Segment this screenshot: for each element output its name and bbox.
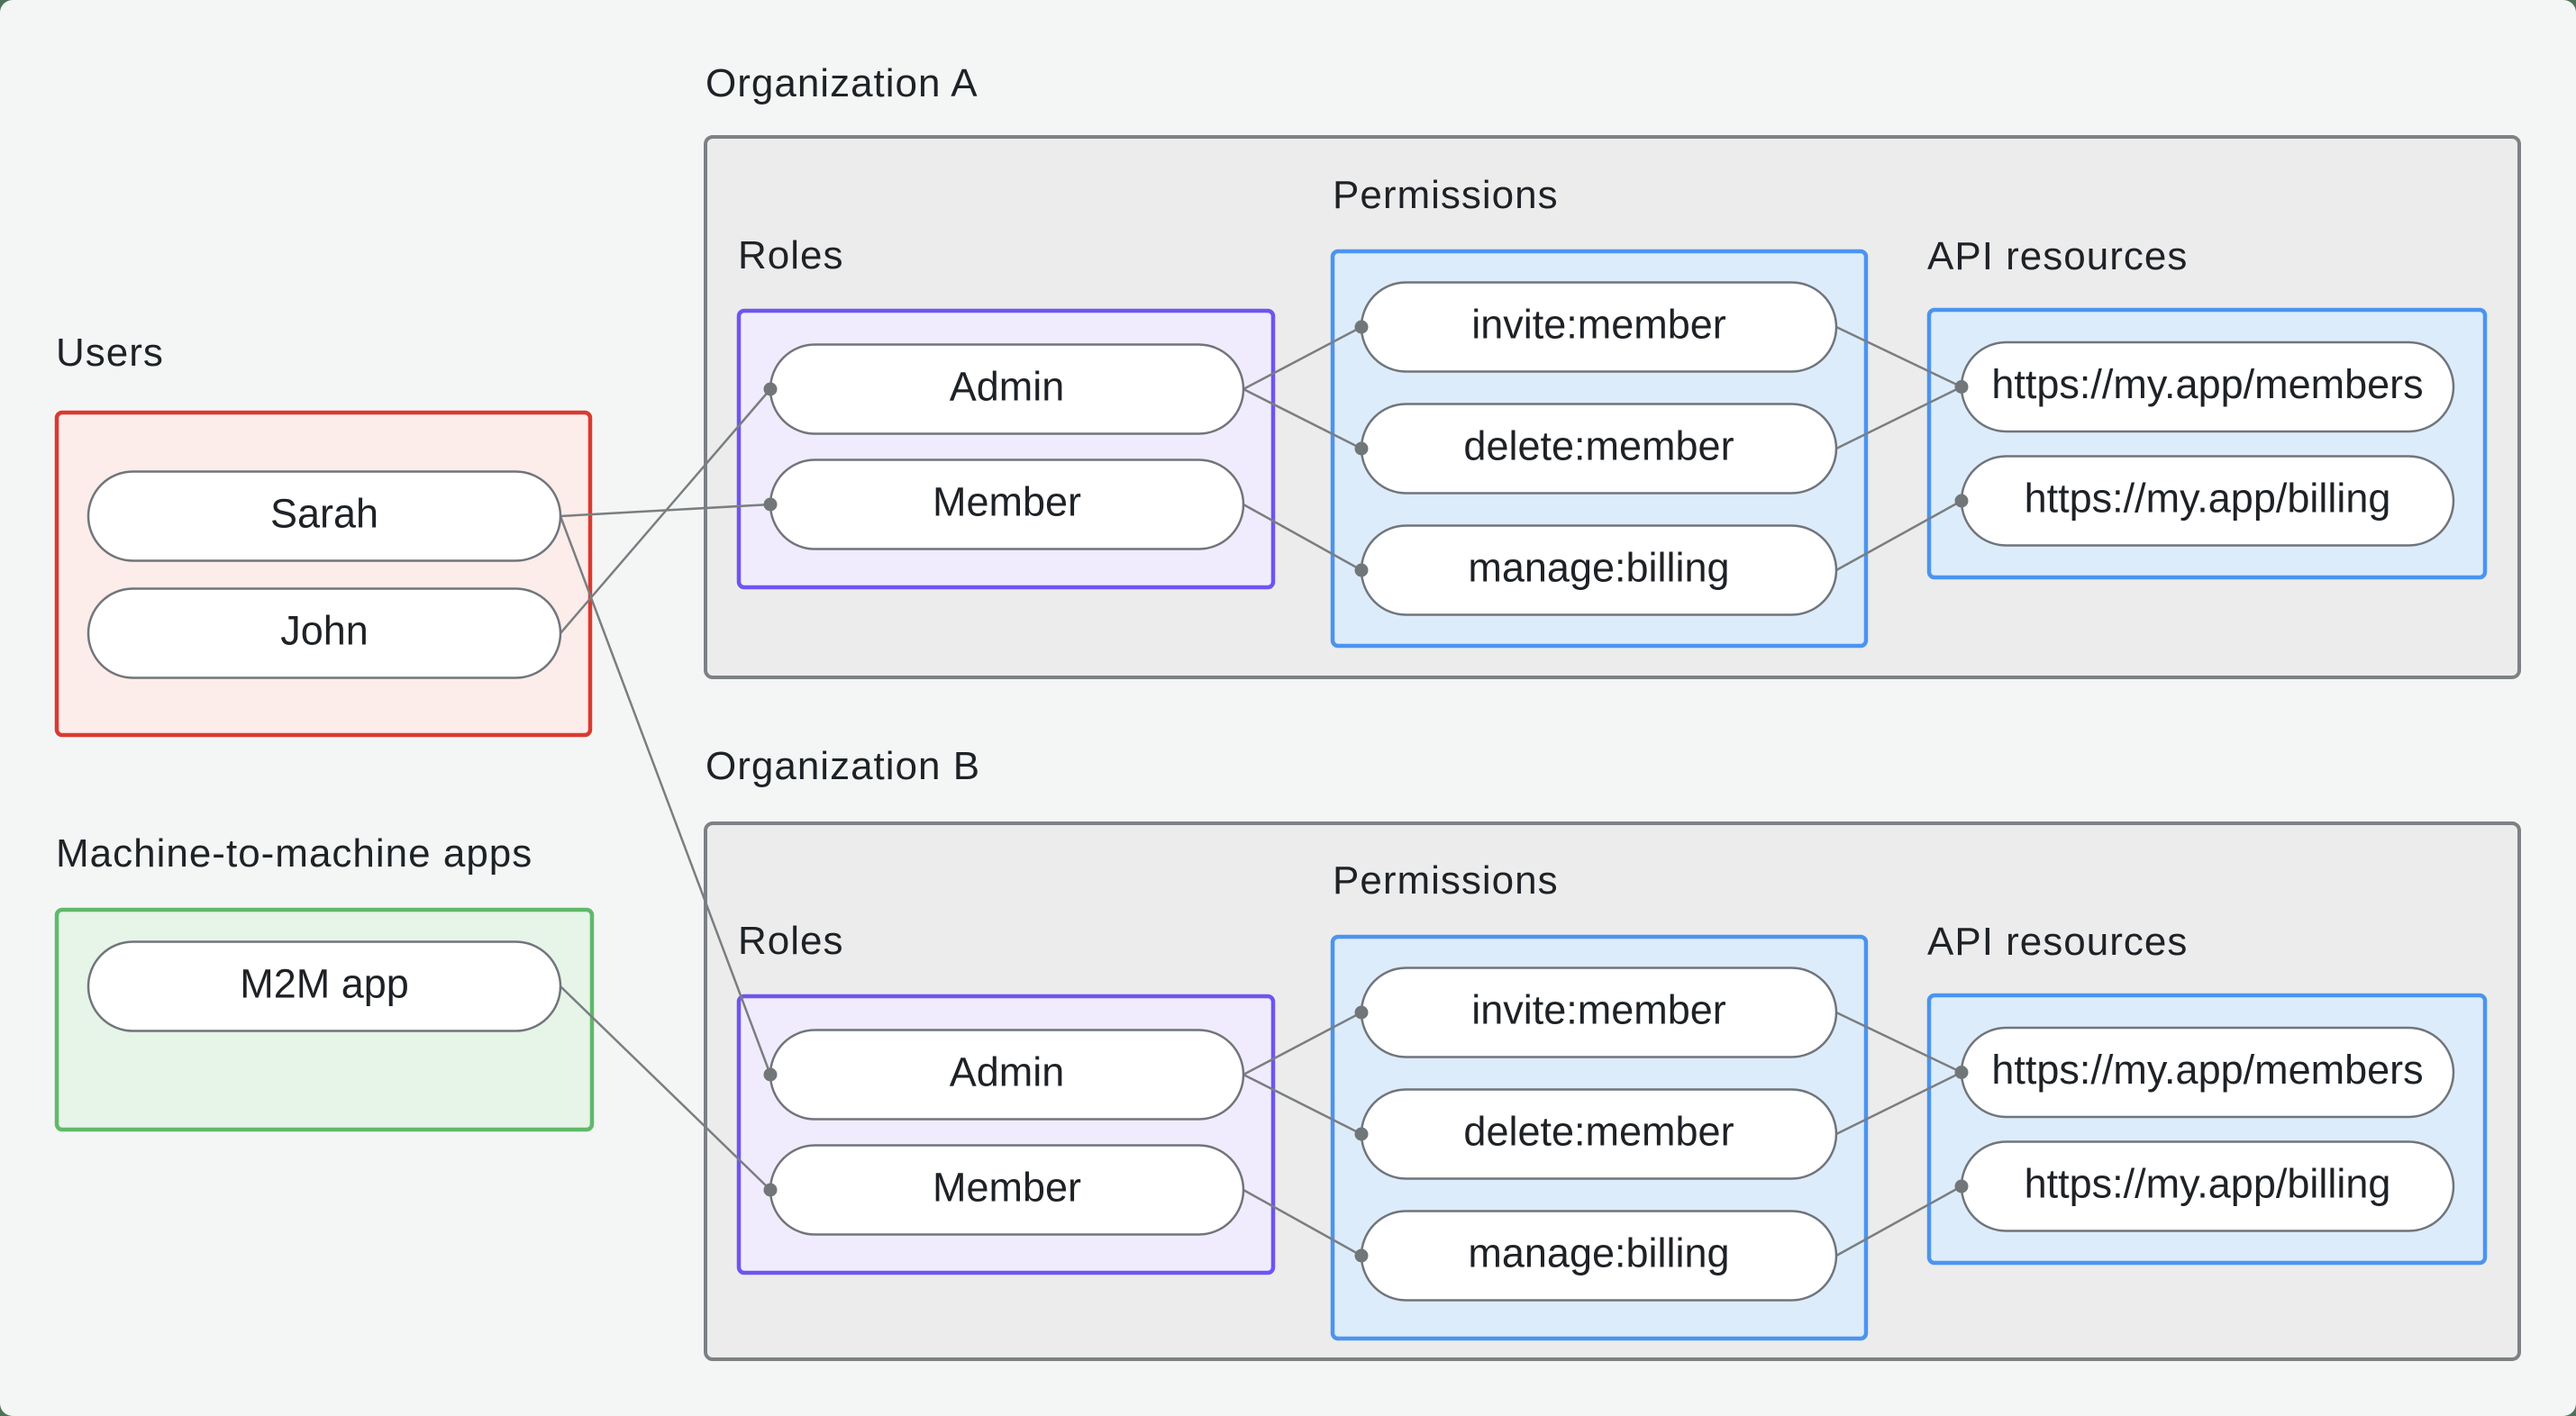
svg-text:John: John: [280, 608, 369, 654]
svg-text:https://my.app/billing: https://my.app/billing: [2025, 1161, 2391, 1207]
svg-text:https://my.app/members: https://my.app/members: [1991, 1047, 2423, 1093]
svg-text:Sarah: Sarah: [270, 491, 378, 537]
svg-text:Member: Member: [933, 1165, 1081, 1211]
svg-text:API resources: API resources: [1927, 234, 2188, 278]
svg-text:Admin: Admin: [950, 1049, 1065, 1095]
svg-text:https://my.app/billing: https://my.app/billing: [2025, 476, 2391, 522]
svg-text:Permissions: Permissions: [1333, 858, 1559, 903]
svg-text:M2M app: M2M app: [240, 961, 409, 1007]
svg-text:https://my.app/members: https://my.app/members: [1991, 361, 2423, 407]
svg-text:API resources: API resources: [1927, 920, 2188, 964]
svg-text:Organization B: Organization B: [705, 744, 980, 788]
svg-text:Users: Users: [56, 331, 164, 375]
svg-text:manage:billing: manage:billing: [1468, 545, 1729, 591]
svg-text:delete:member: delete:member: [1463, 423, 1734, 469]
svg-text:Machine-to-machine apps: Machine-to-machine apps: [56, 831, 532, 876]
svg-text:Roles: Roles: [738, 233, 844, 277]
svg-text:Admin: Admin: [950, 364, 1065, 410]
svg-text:Permissions: Permissions: [1333, 173, 1559, 217]
svg-text:Member: Member: [933, 479, 1081, 525]
svg-text:delete:member: delete:member: [1463, 1109, 1734, 1155]
svg-text:Roles: Roles: [738, 919, 844, 963]
svg-text:manage:billing: manage:billing: [1468, 1230, 1729, 1276]
svg-text:invite:member: invite:member: [1471, 987, 1726, 1033]
svg-text:invite:member: invite:member: [1471, 302, 1726, 348]
svg-text:Organization A: Organization A: [705, 61, 979, 105]
